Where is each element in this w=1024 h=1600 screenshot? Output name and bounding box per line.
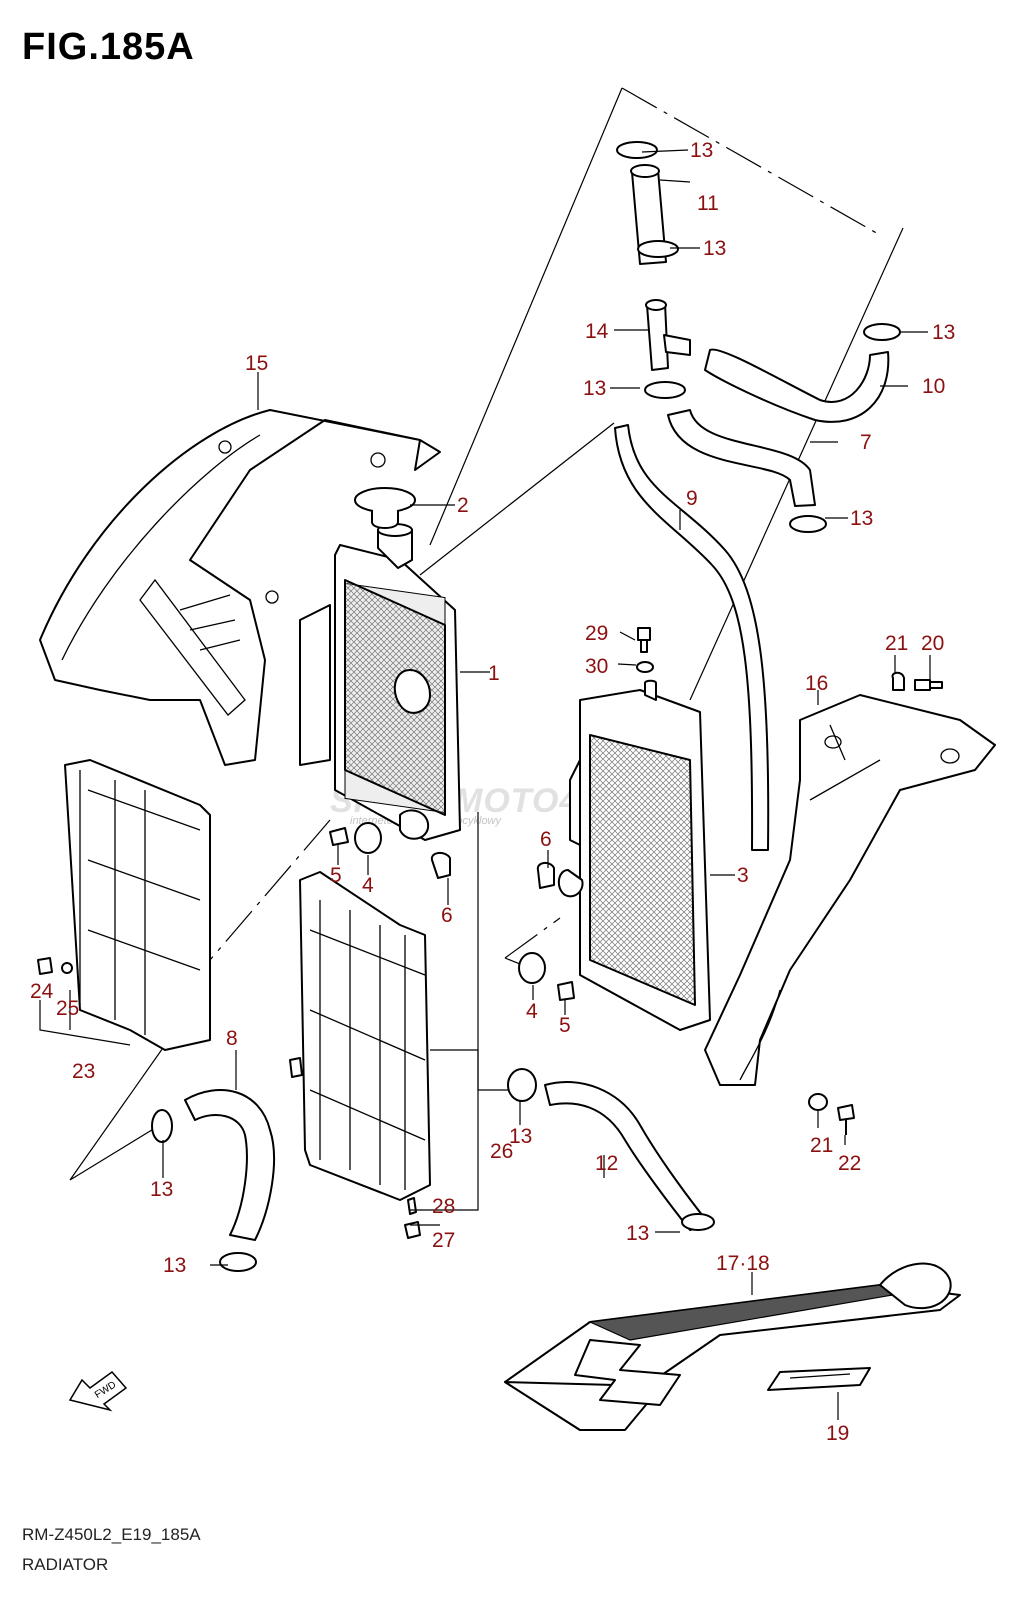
left-radiator-shroud: [39, 409, 441, 766]
callout-4-left: 4: [362, 874, 374, 897]
callout-5-right: 5: [559, 1014, 571, 1037]
callout-24: 24: [30, 980, 54, 1003]
callout-17-18: 17·18: [716, 1252, 770, 1275]
callout-22: 22: [838, 1152, 861, 1175]
right-radiator: [557, 679, 711, 1031]
callout-6-right: 6: [540, 828, 552, 851]
right-radiator-shroud: [704, 694, 996, 1086]
hose-clamps: [151, 141, 901, 1272]
callout-28: 28: [432, 1195, 455, 1218]
callout-13-a: 13: [690, 139, 713, 162]
callout-23: 23: [72, 1060, 95, 1083]
callout-6-left: 6: [441, 904, 453, 927]
figure-title: FIG.185A: [22, 26, 195, 68]
callout-21-top: 21: [885, 632, 908, 655]
callout-8: 8: [226, 1027, 238, 1050]
callout-13-d: 13: [583, 377, 606, 400]
callout-16: 16: [805, 672, 828, 695]
callout-7: 7: [860, 431, 872, 454]
left-radiator-guard: [37, 759, 211, 1051]
callout-25: 25: [56, 997, 79, 1020]
callout-15: 15: [245, 352, 268, 375]
callout-27: 27: [432, 1229, 455, 1252]
callout-13-f: 13: [150, 1178, 173, 1201]
left-grommet-bolts: [329, 822, 451, 879]
callout-11: 11: [697, 192, 719, 215]
callout-29: 29: [585, 622, 608, 645]
hoses: [184, 164, 890, 1241]
fwd-arrow-icon: FWD: [68, 1370, 128, 1412]
callout-13-g: 13: [509, 1125, 532, 1148]
callout-10: 10: [922, 375, 945, 398]
model-code: RM-Z450L2_E19_185A: [22, 1525, 201, 1544]
callout-13-i: 13: [626, 1222, 649, 1245]
callout-numbers: 1 2 3 4 4 5 5 6 6 7 8 9 10 11 12 13 13 1…: [30, 139, 955, 1445]
callout-5-left: 5: [330, 864, 342, 887]
callout-4-right: 4: [526, 1000, 538, 1023]
callout-13-e: 13: [850, 507, 873, 530]
callout-20: 20: [921, 632, 944, 655]
callout-2: 2: [457, 494, 469, 517]
left-radiator: [299, 523, 461, 841]
callout-14: 14: [585, 320, 609, 343]
callout-13-c: 13: [932, 321, 955, 344]
right-radiator-guard: [289, 871, 431, 1239]
callout-21-bottom: 21: [810, 1134, 833, 1157]
radiator-cap: [354, 487, 416, 529]
callout-1: 1: [488, 662, 500, 685]
callout-9: 9: [686, 487, 698, 510]
callout-12: 12: [595, 1152, 618, 1175]
section-name: RADIATOR: [22, 1555, 109, 1574]
top-bolt-washer: [636, 627, 654, 673]
right-grommet-bolts: [518, 862, 575, 1001]
callout-19: 19: [826, 1422, 849, 1445]
callout-leaders: [39, 149, 931, 1420]
assembly-lines: [69, 87, 904, 1181]
callout-13-h: 13: [163, 1254, 186, 1277]
callout-13-b: 13: [703, 237, 726, 260]
shroud-decals: [504, 1262, 961, 1431]
callout-26: 26: [490, 1140, 513, 1163]
callout-3: 3: [737, 864, 749, 887]
callout-30: 30: [585, 655, 608, 678]
